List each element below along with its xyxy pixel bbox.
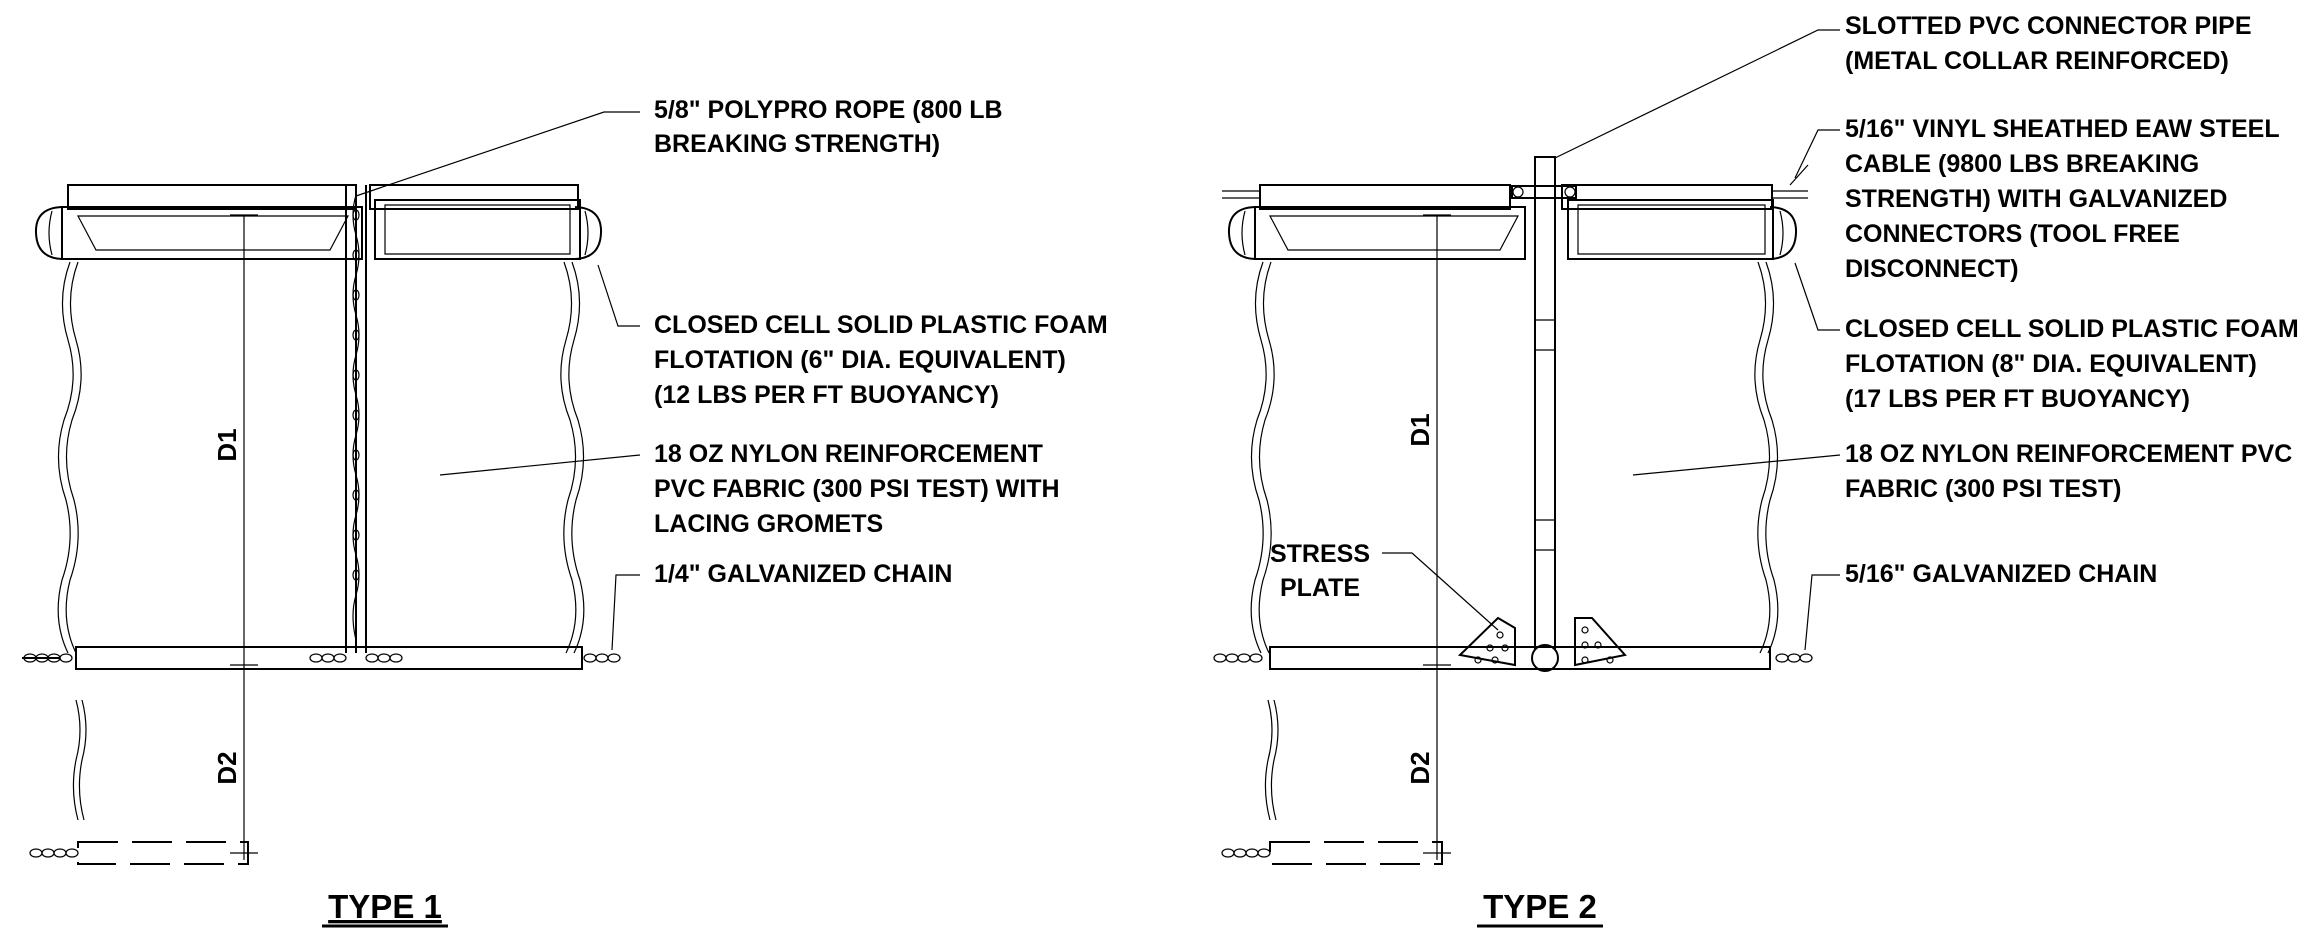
- type2-left-boom-section: [1222, 184, 1526, 654]
- svg-text:LACING GROMETS: LACING GROMETS: [654, 510, 883, 538]
- type2-chain-label: 5/16" GALVANIZED CHAIN: [1845, 560, 2157, 588]
- type2-ballast-pocket: [1213, 646, 1813, 670]
- type2-d2-dimension: D2: [1405, 751, 1435, 784]
- type2-connector-pipe: [1511, 156, 1577, 658]
- type2-fabric-label: 18 OZ NYLON REINFORCEMENT PVC FABRIC (30…: [1845, 440, 2292, 503]
- svg-text:(METAL COLLAR REINFORCED): (METAL COLLAR REINFORCED): [1845, 47, 2229, 75]
- type1-chain-label: 1/4" GALVANIZED CHAIN: [654, 560, 952, 588]
- svg-text:STRESS: STRESS: [1270, 540, 1370, 568]
- svg-text:PLATE: PLATE: [1280, 574, 1360, 602]
- svg-text:5/16" VINYL SHEATHED EAW STEEL: 5/16" VINYL SHEATHED EAW STEEL: [1845, 115, 2280, 143]
- svg-text:SLOTTED PVC CONNECTOR PIPE: SLOTTED PVC CONNECTOR PIPE: [1845, 12, 2252, 40]
- type2-stress-plates: [1457, 616, 1627, 672]
- type2-right-boom-section: [1561, 164, 1809, 654]
- svg-text:CONNECTORS (TOOL FREE: CONNECTORS (TOOL FREE: [1845, 220, 2180, 248]
- svg-text:18 OZ NYLON REINFORCEMENT: 18 OZ NYLON REINFORCEMENT: [654, 440, 1043, 468]
- svg-text:FLOTATION (8" DIA. EQUIVALENT: FLOTATION (8" DIA. EQUIVALENT): [1845, 350, 2257, 378]
- svg-text:(12 LBS PER FT BUOYANCY): (12 LBS PER FT BUOYANCY): [654, 381, 999, 409]
- type1-leader-lines: [355, 111, 641, 651]
- type1-flotation-label: CLOSED CELL SOLID PLASTIC FOAM FLOTATION…: [654, 311, 1108, 409]
- svg-text:5/16" GALVANIZED CHAIN: 5/16" GALVANIZED CHAIN: [1845, 560, 2157, 588]
- type1-drawing: D1 D2 5/8" POLYPRO ROPE (800 LB BREAKING…: [22, 96, 1108, 928]
- type2-flotation-label: CLOSED CELL SOLID PLASTIC FOAM FLOTATION…: [1845, 315, 2299, 413]
- type1-dimensions: [230, 214, 258, 860]
- type2-leader-lines: [1382, 29, 1841, 651]
- type2-title: TYPE 2: [1483, 888, 1597, 925]
- svg-text:DISCONNECT): DISCONNECT): [1845, 255, 2019, 283]
- type1-left-boom-section: [34, 184, 363, 654]
- type2-connector-label: SLOTTED PVC CONNECTOR PIPE (METAL COLLAR…: [1845, 12, 2252, 75]
- svg-text:CLOSED CELL SOLID PLASTIC FOAM: CLOSED CELL SOLID PLASTIC FOAM: [1845, 315, 2299, 343]
- svg-text:STRENGTH) WITH GALVANIZED: STRENGTH) WITH GALVANIZED: [1845, 185, 2227, 213]
- svg-text:18 OZ NYLON REINFORCEMENT PVC: 18 OZ NYLON REINFORCEMENT PVC: [1845, 440, 2292, 468]
- type2-cable-label: 5/16" VINYL SHEATHED EAW STEEL CABLE (98…: [1845, 115, 2280, 283]
- type1-d1-dimension: D1: [212, 428, 242, 461]
- svg-text:FLOTATION (6" DIA. EQUIVALENT: FLOTATION (6" DIA. EQUIVALENT): [654, 346, 1066, 374]
- type1-lacing-seam: [345, 185, 367, 653]
- type2-d1-dimension: D1: [1405, 413, 1435, 446]
- type1-ballast-pocket: [22, 646, 621, 670]
- svg-text:CLOSED CELL SOLID PLASTIC FOAM: CLOSED CELL SOLID PLASTIC FOAM: [654, 311, 1108, 339]
- type1-title: TYPE 1: [328, 888, 442, 925]
- type2-stress-plate-label: STRESS PLATE: [1270, 540, 1370, 602]
- svg-text:CABLE (9800 LBS BREAKING: CABLE (9800 LBS BREAKING: [1845, 150, 2199, 178]
- svg-text:1/4" GALVANIZED CHAIN: 1/4" GALVANIZED CHAIN: [654, 560, 952, 588]
- type2-drawing: D1 D2 SLOTTED PVC CONNECTOR PIPE (METAL …: [1213, 12, 2299, 928]
- type2-dimensions: [1423, 214, 1451, 860]
- type1-fabric-label: 18 OZ NYLON REINFORCEMENT PVC FABRIC (30…: [654, 440, 1060, 538]
- type1-right-boom-section: [369, 184, 603, 654]
- type1-d2-dimension: D2: [212, 751, 242, 784]
- svg-text:PVC FABRIC (300 PSI TEST) WITH: PVC FABRIC (300 PSI TEST) WITH: [654, 475, 1060, 503]
- svg-text:(17 LBS PER FT BUOYANCY): (17 LBS PER FT BUOYANCY): [1845, 385, 2190, 413]
- type1-rope-label: 5/8" POLYPRO ROPE (800 LB BREAKING STREN…: [654, 96, 1003, 158]
- svg-text:FABRIC (300 PSI TEST): FABRIC (300 PSI TEST): [1845, 475, 2121, 503]
- svg-text:5/8" POLYPRO ROPE (800 LB: 5/8" POLYPRO ROPE (800 LB: [654, 96, 1003, 124]
- svg-text:BREAKING STRENGTH): BREAKING STRENGTH): [654, 130, 940, 158]
